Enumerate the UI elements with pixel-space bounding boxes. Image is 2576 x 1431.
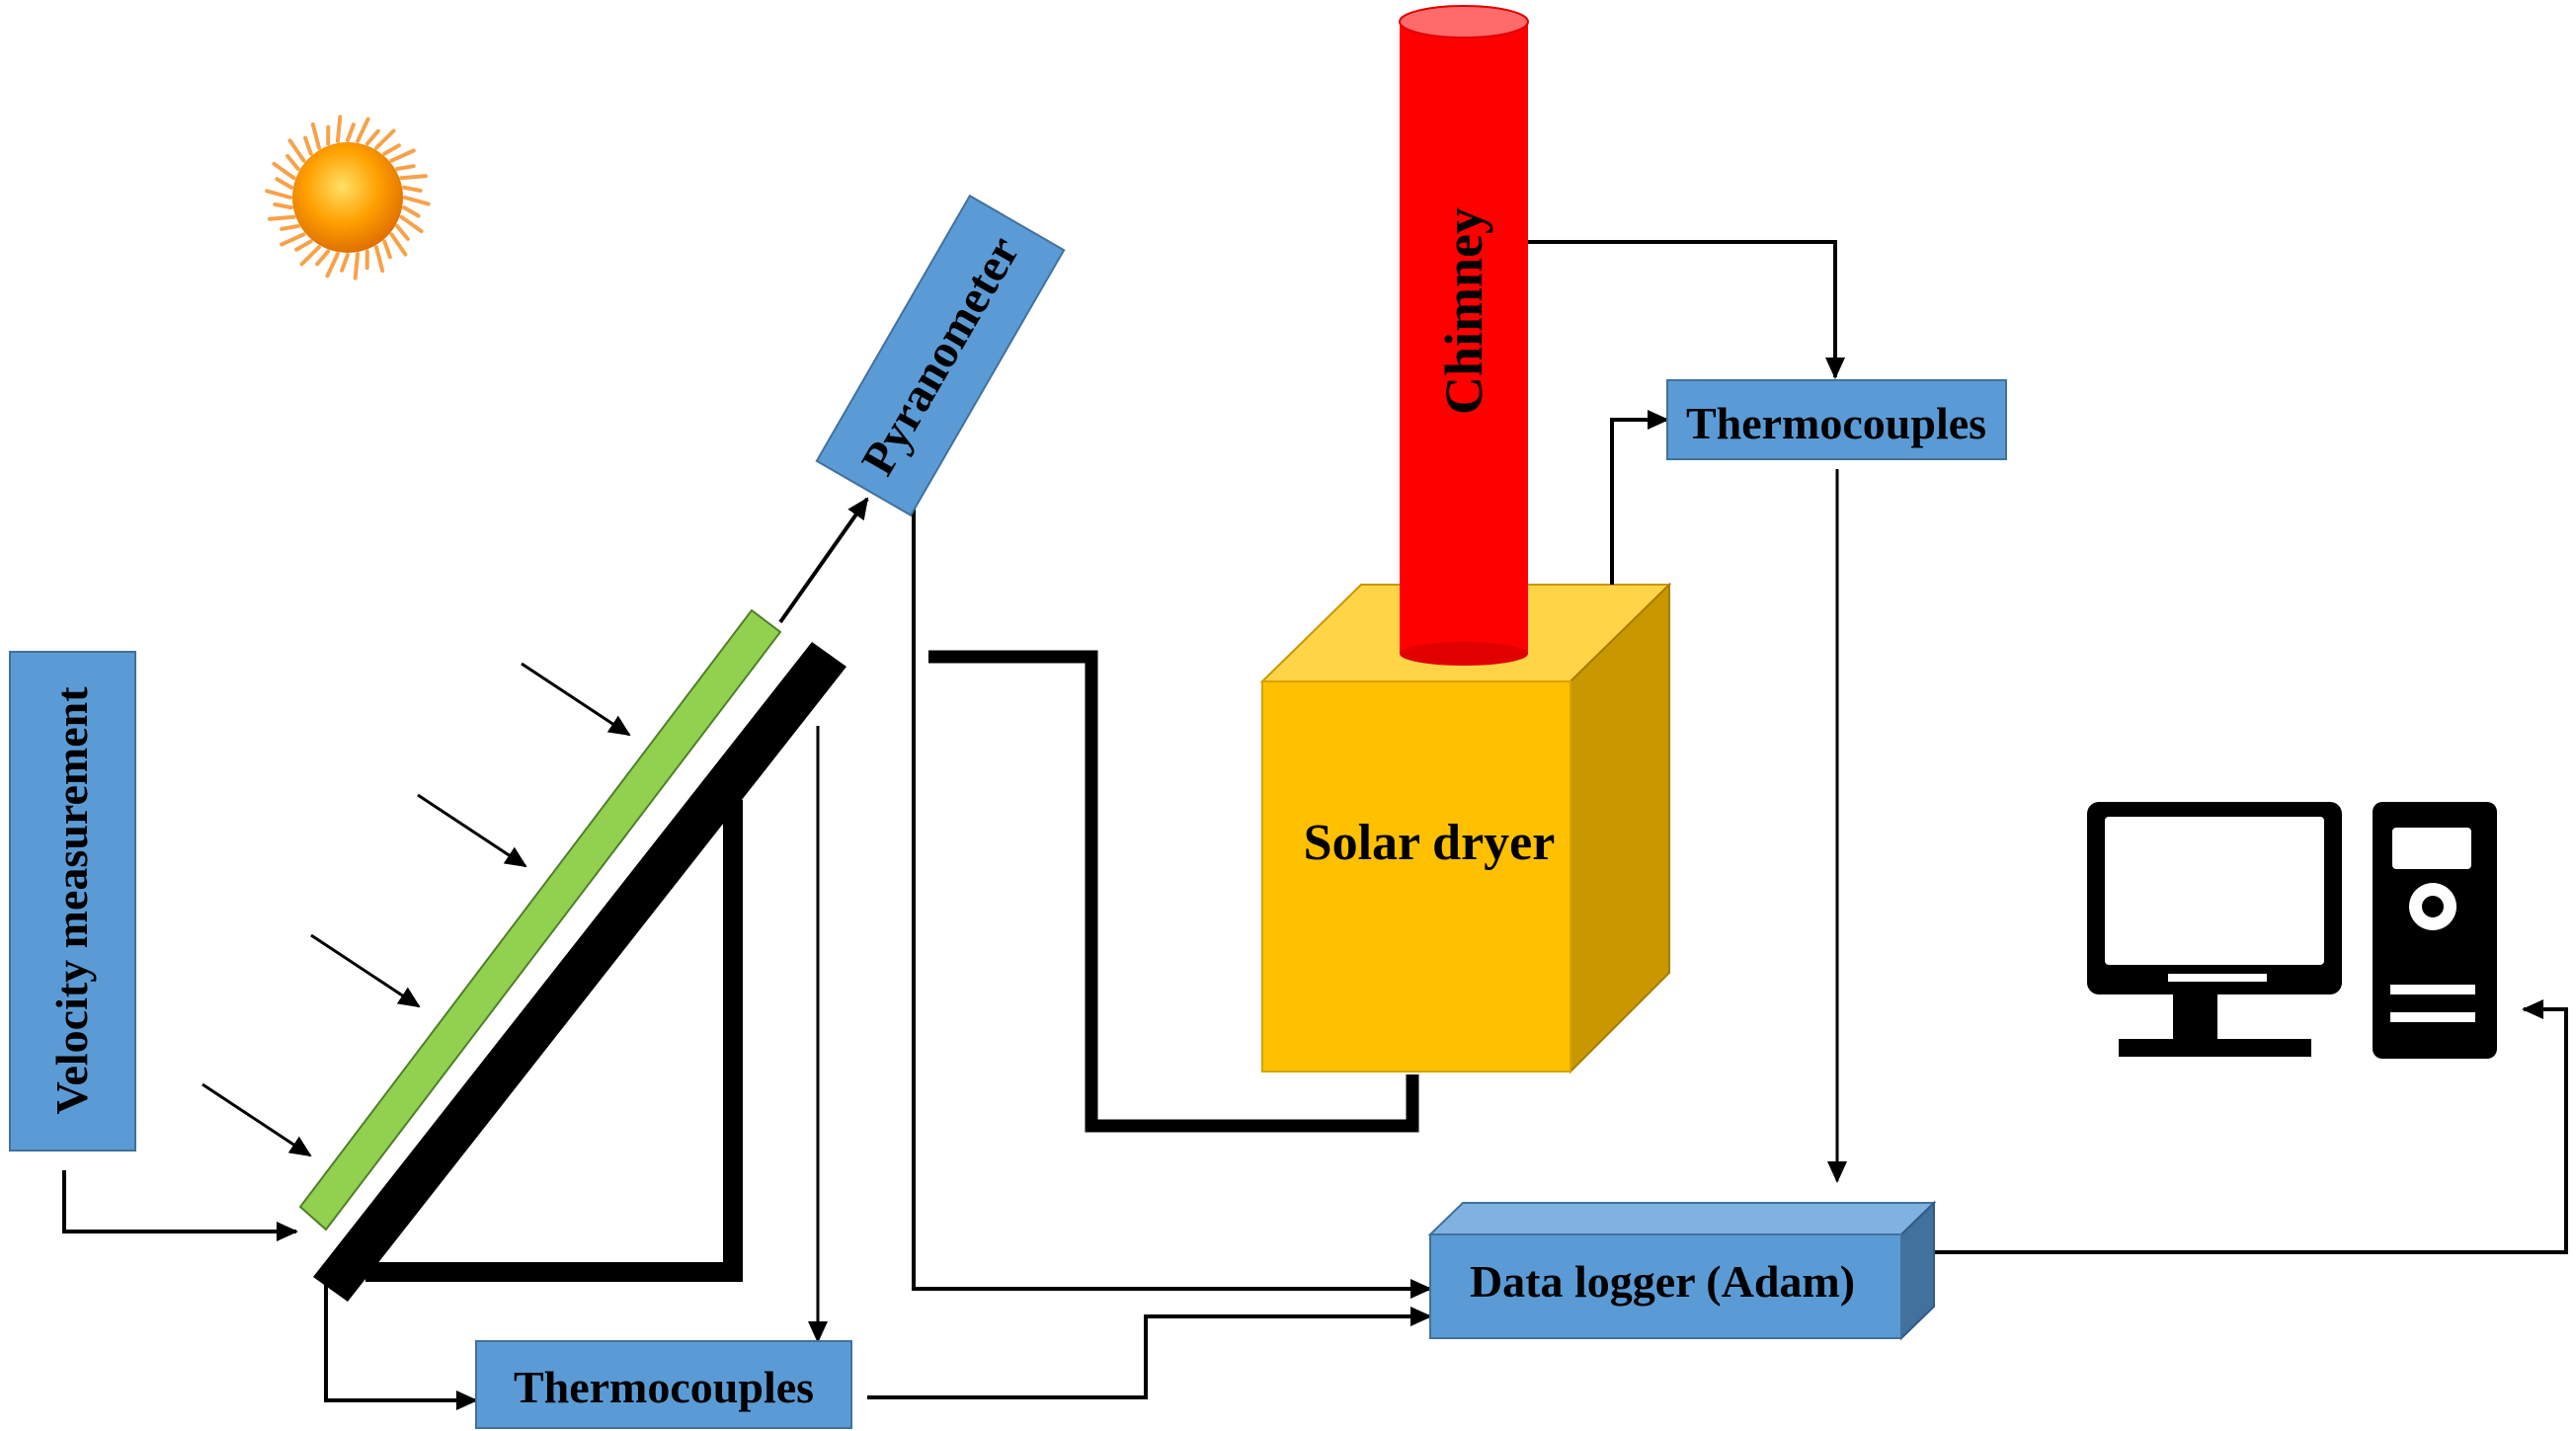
data-logger-box: Data logger (Adam) [1427,1200,1937,1341]
pyranometer-box: Pyranometer [815,194,1066,517]
sun-ray [402,185,423,193]
velocity-measurement-label: Velocity measurement [46,686,97,1115]
sun-ray [294,239,313,252]
sun-ray [273,202,293,210]
sun-ray [395,224,410,241]
chimney-body [1400,22,1528,654]
data-logger-top-face [1427,1202,1937,1235]
sun-ray [364,128,380,146]
sun-ray [272,161,296,181]
sun-ray [335,115,343,143]
signal-lines [62,240,2568,1410]
sun-ray [303,135,313,156]
sun-ray [275,177,293,190]
sun-ray [280,224,300,231]
sun-ray [374,245,385,274]
solar-collector [298,608,846,1302]
sun-ray [399,174,428,181]
sun-ray [356,117,370,143]
chimney: Chimney [1399,5,1529,666]
sun-ray [325,252,340,278]
thermocouples-bottom-box: Thermocouples [475,1340,852,1429]
sun-ray [395,164,416,171]
sun-ray [268,214,296,221]
sun-ray [389,148,416,163]
sun-ray [285,154,300,171]
thermocouples-top-label: Thermocouples [1686,398,1986,448]
absorber-plate [313,642,846,1302]
dryer-front-face [1261,680,1571,1073]
sun-ray [280,232,306,247]
sun-ray [403,196,431,206]
sun-ray [399,214,424,234]
data-logger-label: Data logger (Adam) [1470,1256,1855,1307]
velocity-measurement-box: Velocity measurement [9,651,136,1152]
solar-radiation-arrows [201,662,631,1157]
thermocouples-top-box: Thermocouples [1666,379,2007,460]
solar-dryer-label: Solar dryer [1304,815,1556,871]
solar-dryer: Solar dryer [1259,582,1672,1074]
chimney-bottom [1400,642,1528,666]
data-logger-front-face [1429,1233,1902,1339]
sun-ray [389,232,408,257]
computer-tower-icon [2373,802,2497,1059]
collector-support-frame [365,800,743,1282]
chimney-top [1399,5,1529,39]
sun-ray [299,245,321,267]
sun-ray [340,253,350,273]
collector-glass [298,608,782,1232]
sun-ray [402,205,421,218]
sun-ray [287,138,306,163]
chimney-label: Chimney [1434,207,1493,415]
computer-icon [2087,802,2497,1059]
sun-ray [353,252,361,280]
thermocouples-bottom-label: Thermocouples [514,1362,814,1412]
sun-ray [315,249,331,267]
sun-ray [382,239,392,260]
sun-ray [265,189,292,199]
sun-ray [382,143,401,156]
sun-ray [374,128,396,150]
sun-ray [310,121,321,150]
sun-ray [346,122,356,142]
sun-icon [265,115,431,280]
air-duct [928,650,1419,1133]
